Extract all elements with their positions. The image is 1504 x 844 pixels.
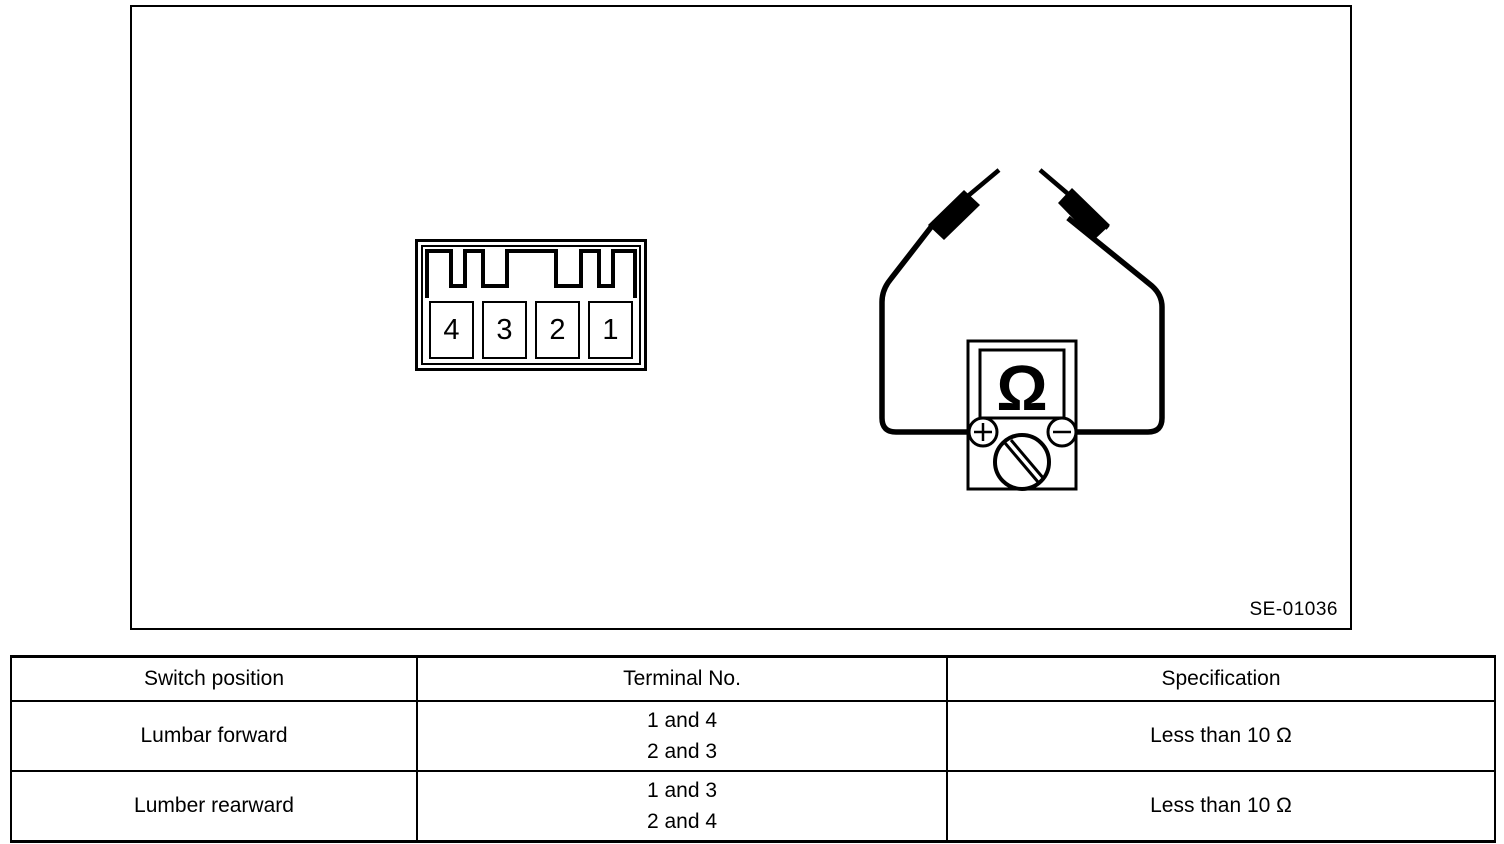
right-test-probe: [1038, 168, 1110, 240]
ohmmeter-diagram: Ω: [872, 162, 1192, 502]
ohmmeter-rotary-dial[interactable]: [993, 433, 1051, 491]
left-test-probe: [928, 168, 1001, 240]
connector-inner-border: [421, 245, 641, 365]
connector-castellation-profile: [425, 249, 637, 298]
ohmmeter-negative-terminal: [1046, 416, 1078, 448]
illustration-panel: 4 3 2 1: [130, 5, 1352, 630]
specification-table: Switch position Terminal No. Specificati…: [10, 655, 1496, 843]
connector-pin-row: 4 3 2 1: [429, 301, 633, 359]
right-test-lead-wire: [1066, 215, 1165, 435]
table-row: Lumbar forward 1 and 4 2 and 3 Less than…: [10, 700, 1496, 772]
omega-symbol-icon: Ω: [996, 352, 1047, 424]
cell-switch-position: Lumbar forward: [10, 700, 418, 772]
connector-pin-4: 4: [429, 301, 474, 359]
terminal-pair-line: 1 and 3: [646, 778, 718, 802]
left-test-lead-wire: [879, 220, 979, 435]
connector-outer-border: [415, 239, 647, 371]
cell-specification: Less than 10 Ω: [946, 770, 1496, 843]
figure-reference-code: SE-01036: [1249, 599, 1338, 620]
cell-terminal-no: 1 and 4 2 and 3: [416, 700, 948, 772]
connector-pin-1: 1: [588, 301, 633, 359]
ohmmeter-positive-terminal: [967, 416, 999, 448]
column-header-switch-position: Switch position: [10, 655, 418, 702]
terminal-pair-line: 2 and 4: [646, 810, 718, 833]
cell-specification: Less than 10 Ω: [946, 700, 1496, 772]
svg-text:Ω: Ω: [996, 352, 1047, 424]
connector-diagram: 4 3 2 1: [415, 239, 647, 371]
ohmmeter-display-window: [978, 348, 1066, 420]
cell-switch-position: Lumber rearward: [10, 770, 418, 843]
connector-pin-3: 3: [482, 301, 527, 359]
connector-pin-2: 2: [535, 301, 580, 359]
column-header-specification: Specification: [946, 655, 1496, 702]
cell-terminal-no: 1 and 3 2 and 4: [416, 770, 948, 843]
column-header-terminal-no: Terminal No.: [416, 655, 948, 702]
terminal-pair-line: 1 and 4: [646, 708, 718, 732]
table-header-row: Switch position Terminal No. Specificati…: [10, 655, 1496, 702]
terminal-pair-line: 2 and 3: [646, 740, 718, 763]
table-row: Lumber rearward 1 and 3 2 and 4 Less tha…: [10, 770, 1496, 843]
